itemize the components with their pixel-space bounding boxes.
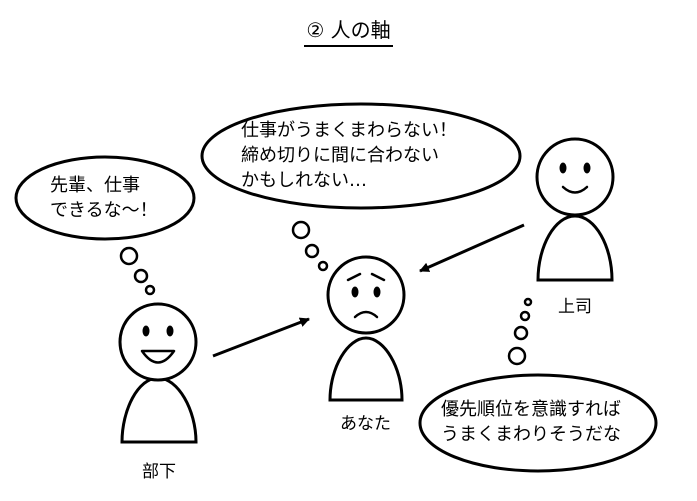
subordinate-thought-line: 先輩、仕事 [50,175,140,196]
boss-thought-dot [519,310,531,322]
you-thought-line: かもしれない… [241,170,367,191]
subordinate-thought-bubble [14,155,196,241]
you-eyebrow [370,272,386,282]
boss-head [535,137,615,217]
subordinate-head [118,302,198,382]
you-thought-dot [291,220,311,240]
subordinate-thought-dot [144,284,156,296]
subordinate-eye [142,325,150,337]
you-thought-text: 仕事がうまくまわらない！ 締め切りに間に合わない かもしれない… [241,118,457,193]
subordinate-figure [118,302,198,444]
you-figure [326,255,406,402]
boss-thought-dot [507,346,527,366]
boss-label: 上司 [558,297,592,317]
you-thought-line: 締め切りに間に合わない [241,145,439,166]
boss-figure [535,137,615,282]
you-eyebrow [346,272,362,282]
boss-thought-line: うまくまわりそうだな [441,424,621,445]
boss-thought-line: 優先順位を意識すれば [441,399,621,420]
arrow-subordinate-to-you [212,317,310,358]
boss-mouth [561,185,589,194]
you-label: あなた [340,414,391,434]
subordinate-thought-text: 先輩、仕事 できるな～！ [50,173,158,223]
you-thought-line: 仕事がうまくまわらない！ [241,120,457,141]
boss-eye [583,162,591,174]
subordinate-eye [166,325,174,337]
subordinate-label: 部下 [142,462,176,482]
you-eye [351,286,359,298]
subordinate-mouth [140,349,176,364]
you-mouth [353,310,379,319]
boss-eye [559,162,567,174]
boss-body [536,214,614,282]
subordinate-thought-line: できるな～！ [50,200,158,221]
boss-thought-bubble [418,373,658,473]
you-thought-dot [317,260,329,272]
boss-thought-dot [523,297,533,307]
subordinate-body [120,376,198,444]
arrow-boss-to-you [419,223,525,273]
diagram-title: ② 人の軸 [0,14,697,47]
boss-thought-dot [513,325,529,341]
you-head [326,255,406,335]
you-thought-dot [304,243,320,259]
subordinate-thought-dot [133,268,149,284]
you-body [328,336,404,402]
subordinate-thought-dot [119,246,139,266]
you-thought-bubble [200,102,522,210]
boss-thought-text: 優先順位を意識すれば うまくまわりそうだな [441,397,621,447]
you-eye [373,286,381,298]
